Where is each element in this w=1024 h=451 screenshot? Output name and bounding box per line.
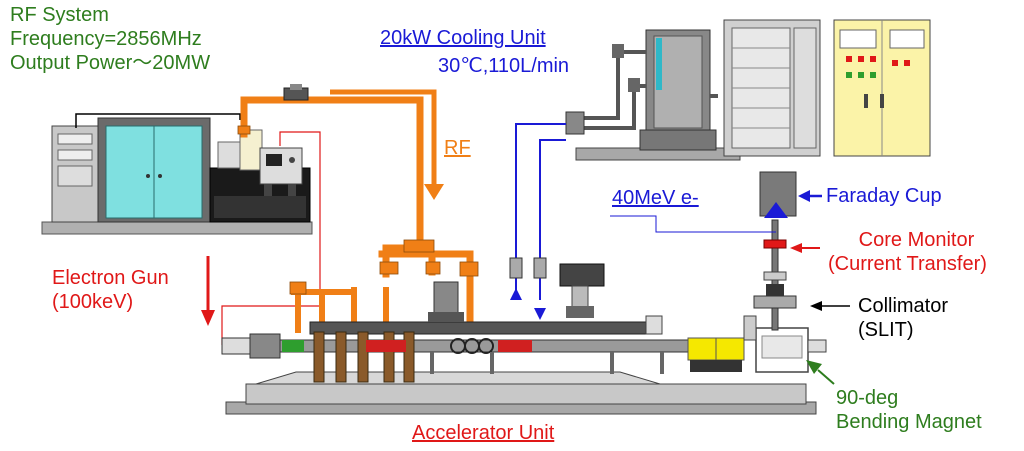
- rf-frequency: Frequency=2856MHz: [10, 28, 202, 50]
- electron-gun-title: Electron Gun: [52, 267, 169, 289]
- rf-system-equipment: [41, 113, 313, 235]
- core-monitor-pointer: [790, 243, 820, 253]
- beamline: [221, 263, 745, 383]
- cooling-water-lines: [515, 123, 566, 300]
- core-monitor-subtitle: (Current Transfer): [828, 253, 987, 275]
- beam-energy-label: 40MeV e-: [612, 187, 699, 209]
- rf-arrow: [330, 89, 444, 200]
- cooling-valves: [509, 257, 547, 279]
- water-in-arrow: [510, 288, 522, 300]
- collimator-label: Collimator (SLIT): [858, 294, 948, 342]
- bending-magnet-angle: 90-deg: [836, 387, 899, 409]
- beam-arrow-up: [764, 202, 788, 218]
- bending-magnet: [743, 315, 827, 373]
- electron-gun-label: Electron Gun (100keV): [52, 266, 169, 314]
- rf-system-title: RF System: [10, 4, 109, 26]
- rf-label: RF: [444, 137, 471, 159]
- accelerator-unit-label: Accelerator Unit: [412, 422, 555, 444]
- core-monitor-label: Core Monitor (Current Transfer): [828, 228, 987, 276]
- waveguide-window: [283, 84, 309, 101]
- gun-cable: [221, 131, 321, 345]
- beam-label-line: [610, 215, 776, 233]
- vertical-beamline: [753, 219, 797, 331]
- bending-magnet-pointer: [806, 360, 835, 385]
- rf-output-power: Output Power～20MW: [10, 52, 211, 74]
- electron-gun-energy: (100keV): [52, 291, 134, 313]
- collimator-pointer: [810, 301, 850, 311]
- accelerator-base: [225, 371, 817, 415]
- rf-system-label: RF System Frequency=2856MHz Output Power…: [10, 3, 210, 75]
- waveguide-flanges: [237, 125, 479, 295]
- cooling-unit: [565, 19, 931, 161]
- electron-gun-arrow: [201, 256, 215, 326]
- cooling-unit-title: 20kW Cooling Unit: [380, 27, 546, 49]
- water-out-arrow: [534, 308, 546, 320]
- bending-magnet-title: Bending Magnet: [836, 411, 982, 433]
- faraday-cup-label: Faraday Cup: [826, 185, 942, 207]
- collimator-subtitle: (SLIT): [858, 319, 914, 341]
- core-monitor-title: Core Monitor: [858, 229, 975, 251]
- bending-magnet-label: 90-deg Bending Magnet: [836, 386, 982, 434]
- collimator-title: Collimator: [858, 295, 949, 317]
- faraday-pointer: [798, 190, 822, 202]
- cooling-unit-spec: 30℃,110L/min: [438, 55, 570, 77]
